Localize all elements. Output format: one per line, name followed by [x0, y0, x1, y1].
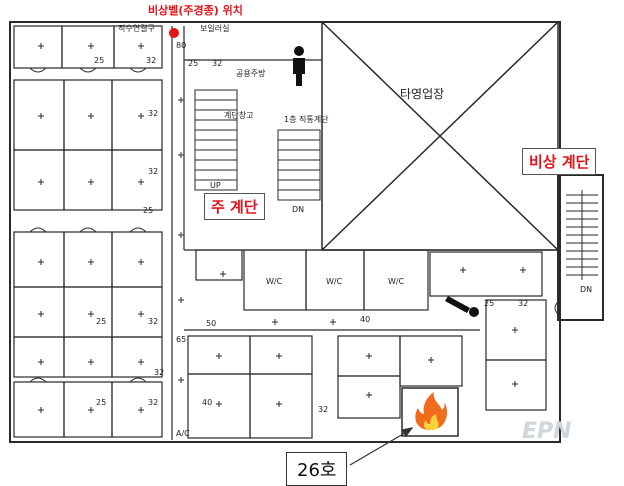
label-restroom: W/C [388, 277, 405, 286]
door-swings [29, 67, 561, 383]
dim-label: 40 [360, 315, 370, 324]
dimension-labels: 80 25 32 25 32 32 32 25 25 32 32 25 32 5… [94, 41, 528, 414]
other-business-area [321, 21, 559, 251]
fixture-markers [38, 43, 526, 413]
emergency-stair-wing [557, 174, 604, 321]
dim-label: 32 [154, 368, 164, 377]
left-rooms [13, 25, 163, 438]
fallen-person-icon [445, 296, 479, 317]
callout-arrow [349, 427, 414, 466]
emergency-stairs-label: 비상 계단 [522, 148, 597, 175]
fire-icon [415, 392, 448, 430]
restroom-row [195, 249, 543, 311]
dim-label: 32 [148, 398, 158, 407]
alarm-bell-label: 비상벨(주경종) 위치 [148, 3, 243, 17]
watermark: EPN [522, 419, 572, 444]
dim-label: 80 [176, 41, 186, 50]
main-stairs-block [194, 89, 238, 191]
direct-stairs-block [277, 129, 321, 201]
label-dn-emergency: DN [580, 285, 592, 294]
person-icon [293, 46, 305, 86]
dim-label: 32 [212, 59, 222, 68]
label-ac: A/C [176, 429, 190, 438]
label-up: UP [210, 181, 221, 190]
dim-label: 50 [206, 319, 216, 328]
label-storage: 계단창고 [224, 110, 253, 120]
lower-rooms [187, 299, 547, 439]
dim-label: 32 [148, 109, 158, 118]
emergency-stairs-block [566, 190, 598, 280]
alarm-bell-marker [169, 28, 179, 38]
room-26-callout: 26호 [286, 452, 348, 486]
dim-label: 65 [176, 335, 186, 344]
dim-label: 32 [518, 299, 528, 308]
main-stairs-label: 주 계단 [204, 193, 265, 220]
dim-label: 32 [146, 56, 156, 65]
dim-label: 25 [94, 56, 104, 65]
dim-label: 40 [202, 398, 212, 407]
label-restroom: W/C [266, 277, 283, 286]
label-other-business: 타영업장 [400, 87, 444, 101]
label-dn: DN [292, 205, 304, 214]
dim-label: 25 [143, 206, 153, 215]
label-alarm-source: 직수연결구 [118, 23, 155, 33]
label-direct-stairs: 1층 직통계단 [284, 114, 329, 124]
dim-label: 32 [318, 405, 328, 414]
dim-label: 25 [96, 398, 106, 407]
dim-label: 32 [148, 167, 158, 176]
label-boiler: 보일러실 [200, 23, 229, 33]
dim-label: 25 [484, 299, 494, 308]
label-shared-kitchen: 공용주방 [236, 68, 266, 78]
label-restroom: W/C [326, 277, 343, 286]
dim-label: 25 [188, 59, 198, 68]
building-outline [9, 21, 561, 443]
dim-label: 25 [96, 317, 106, 326]
dim-label: 32 [148, 317, 158, 326]
